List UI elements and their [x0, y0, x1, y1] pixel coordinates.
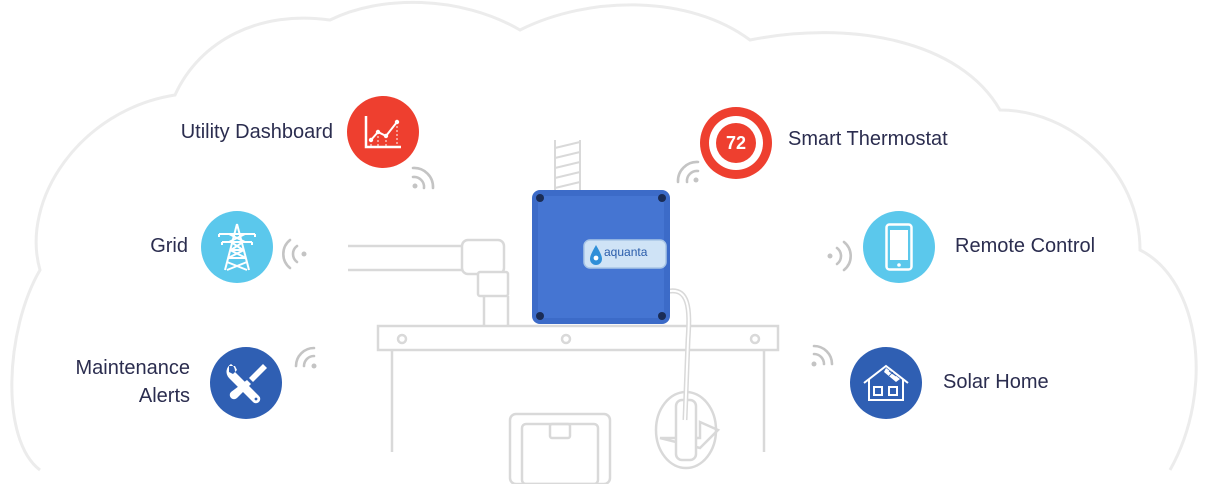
water-pipe [348, 238, 510, 326]
grid-label: Grid [150, 235, 188, 257]
signal-waves-maintenance [294, 346, 317, 369]
cloud-outline [10, 0, 1198, 472]
maintenance-alerts-badge [210, 347, 282, 419]
signal-waves-grid [282, 238, 307, 270]
device-brand-label: aquanta [604, 245, 648, 259]
grid-badge [201, 211, 273, 283]
smart-thermostat-label: Smart Thermostat [788, 128, 948, 150]
thermostat-temperature: 72 [725, 132, 747, 153]
vent-pipe [554, 140, 581, 192]
signal-waves-utility-dashboard [411, 166, 435, 190]
aquanta-device [532, 190, 670, 324]
solar-home-label: Solar Home [943, 371, 1049, 393]
smart-thermostat-badge: 72 [700, 107, 772, 179]
solar-house-icon [863, 364, 909, 401]
signal-waves-solar-home [811, 344, 834, 367]
power-tower-icon [218, 223, 256, 271]
thermostat-icon: 72 [709, 116, 763, 170]
remote-control-label: Remote Control [955, 235, 1096, 257]
signal-waves-remote-control [827, 240, 852, 272]
maintenance-alerts-label: Maintenance Alerts [40, 354, 190, 410]
utility-dashboard-badge [347, 96, 419, 168]
smartphone-icon [885, 223, 913, 271]
solar-home-badge [850, 347, 922, 419]
maintenance-alerts-label-line2: Alerts [138, 385, 190, 407]
water-heater [376, 324, 780, 484]
signal-waves-thermostat [676, 160, 700, 184]
maintenance-alerts-label-line1: Maintenance [75, 357, 190, 379]
line-chart-icon [364, 116, 401, 149]
wrench-screwdriver-icon [226, 364, 267, 404]
utility-dashboard-label: Utility Dashboard [180, 121, 333, 143]
remote-control-badge [863, 211, 935, 283]
